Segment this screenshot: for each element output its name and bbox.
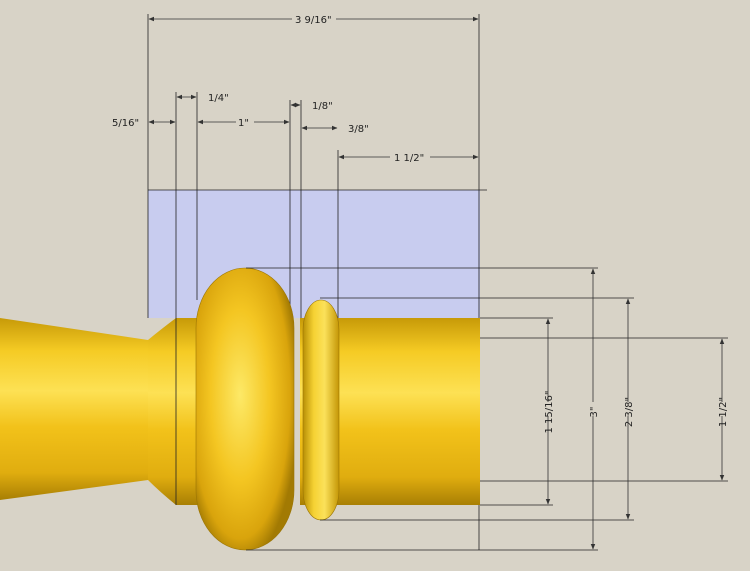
vertical-extension-lines [246,267,728,551]
spindle-taper [0,318,148,500]
stock-block [148,190,480,318]
dim-fillet: 1/8" [312,101,333,112]
dim-tenon-diameter: 1 1/2" [718,397,729,427]
horizontal-dimension-lines [148,16,479,160]
dim-collar-diameter: 1 15/16" [544,391,555,434]
large-bead [195,267,295,551]
extension-lines [147,14,480,550]
dim-cove: 1/4" [208,93,229,104]
label-backgrounds [236,13,739,416]
spindle-cove [148,318,200,505]
dim-tenon-length: 1 1/2" [394,153,424,164]
dim-small-bead-diameter: 2 3/8" [624,397,635,427]
small-bead [302,299,340,521]
dim-large-bead: 1" [238,118,249,129]
dim-tenon-shoulder: 5/16" [112,118,139,129]
dim-small-bead: 3/8" [348,124,369,135]
dim-large-bead-diameter: 3" [589,407,600,418]
dim-overall-width: 3 9/16" [295,15,332,26]
